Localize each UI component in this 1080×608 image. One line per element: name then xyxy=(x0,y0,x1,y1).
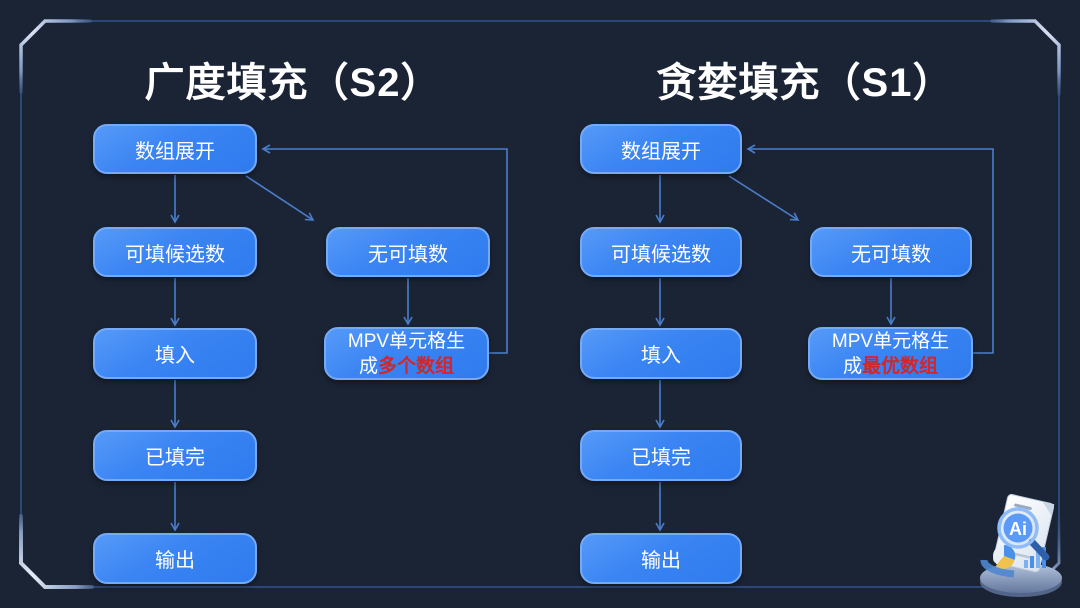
flow-node-filled-left: 已填完 xyxy=(93,430,257,481)
frame-corner-highlight-top-right xyxy=(990,19,1061,96)
mpv-line1: MPV单元格生 xyxy=(831,330,950,352)
flow-node-candidates-left: 可填候选数 xyxy=(93,227,257,277)
flow-node-nofill-right: 无可填数 xyxy=(810,227,972,277)
flow-arrows-left xyxy=(170,144,508,532)
mpv-line2-prefix: 成 xyxy=(842,355,862,377)
flow-node-candidates-right: 可填候选数 xyxy=(580,227,742,277)
mpv-line1: MPV单元格生 xyxy=(347,330,466,352)
flow-arrows-right xyxy=(655,144,994,532)
mpv-line2-prefix: 成 xyxy=(358,355,378,377)
logo-ai-text: Ai xyxy=(1009,519,1027,539)
left-column-title: 广度填充（S2） xyxy=(144,61,442,105)
flow-node-fill-right: 填入 xyxy=(580,328,742,379)
flow-node-filled-right: 已填完 xyxy=(580,430,742,481)
flow-node-output-right: 输出 xyxy=(580,533,742,584)
ai-logo: Ai xyxy=(980,494,1062,597)
mpv-highlight-text: 多个数组 xyxy=(378,355,455,377)
flow-node-nofill-left: 无可填数 xyxy=(326,227,490,277)
logo-pie-chart xyxy=(993,544,1016,569)
frame-corner-highlight-top-left xyxy=(19,19,92,94)
logo-platform xyxy=(980,559,1062,597)
flow-node-expand-right: 数组展开 xyxy=(580,124,742,174)
mpv-highlight-text: 最优数组 xyxy=(862,355,939,377)
flow-node-fill-left: 填入 xyxy=(93,328,257,379)
flow-node-output-left: 输出 xyxy=(93,533,257,584)
mpv-line2: 成多个数组 xyxy=(359,354,454,379)
flow-node-mpv-left: MPV单元格生 成多个数组 xyxy=(324,327,489,380)
logo-magnifier: Ai xyxy=(997,507,1050,561)
mpv-line2: 成最优数组 xyxy=(843,354,938,379)
flow-node-mpv-right: MPV单元格生 成最优数组 xyxy=(808,327,973,380)
right-column-title: 贪婪填充（S1） xyxy=(656,61,954,105)
flow-node-expand-left: 数组展开 xyxy=(93,124,257,174)
frame-corner-highlight-bottom-left xyxy=(19,514,94,589)
